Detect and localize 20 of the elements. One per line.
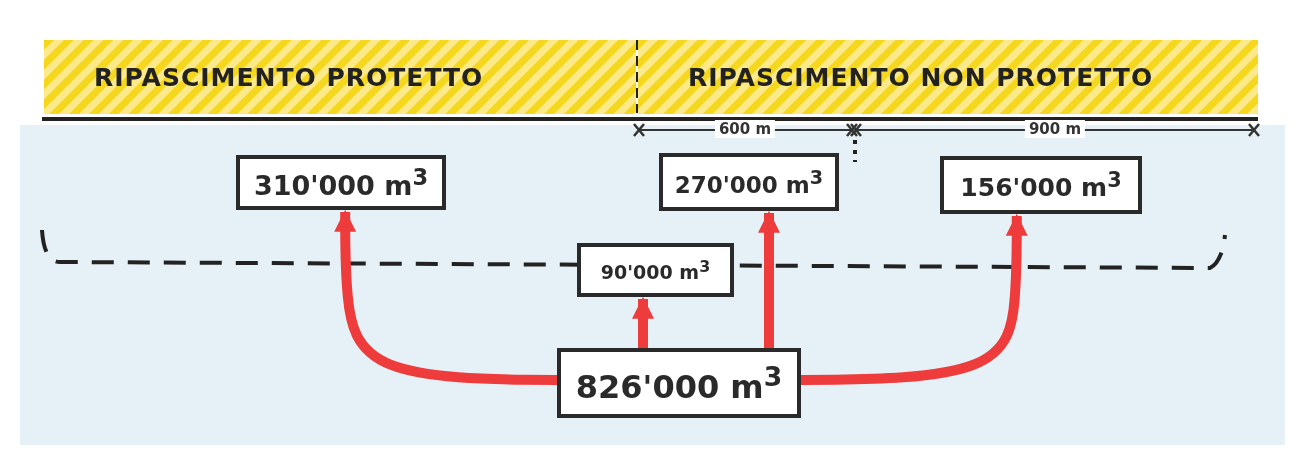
dimension-label: 900 m — [1024, 120, 1086, 138]
flow-arrow — [334, 209, 558, 385]
hatched-zone-band — [44, 40, 636, 114]
volume-value: 310'000 m$^{3}$ — [253, 164, 429, 201]
flow-arrow — [632, 296, 654, 348]
zone-title: RIPASCIMENTO NON PROTETTO — [687, 62, 1154, 92]
volume-box — [557, 348, 801, 418]
volume-value: 270'000 m$^{3}$ — [674, 166, 824, 198]
volume-value: 826'000 m$^{3}$ — [575, 360, 783, 406]
flow-arrow — [758, 210, 780, 348]
hatched-zone-band — [638, 40, 1258, 114]
volume-box — [236, 155, 446, 210]
volume-value: 90'000 m$^{3}$ — [600, 256, 711, 284]
volume-box — [577, 243, 734, 297]
flow-arrow — [800, 213, 1028, 385]
volume-box — [940, 156, 1142, 214]
volume-value: 156'000 m$^{3}$ — [960, 167, 1122, 203]
zone-title: RIPASCIMENTO PROTETTO — [93, 62, 484, 92]
dimension-label: 600 m — [714, 120, 776, 138]
volume-box — [659, 153, 839, 211]
